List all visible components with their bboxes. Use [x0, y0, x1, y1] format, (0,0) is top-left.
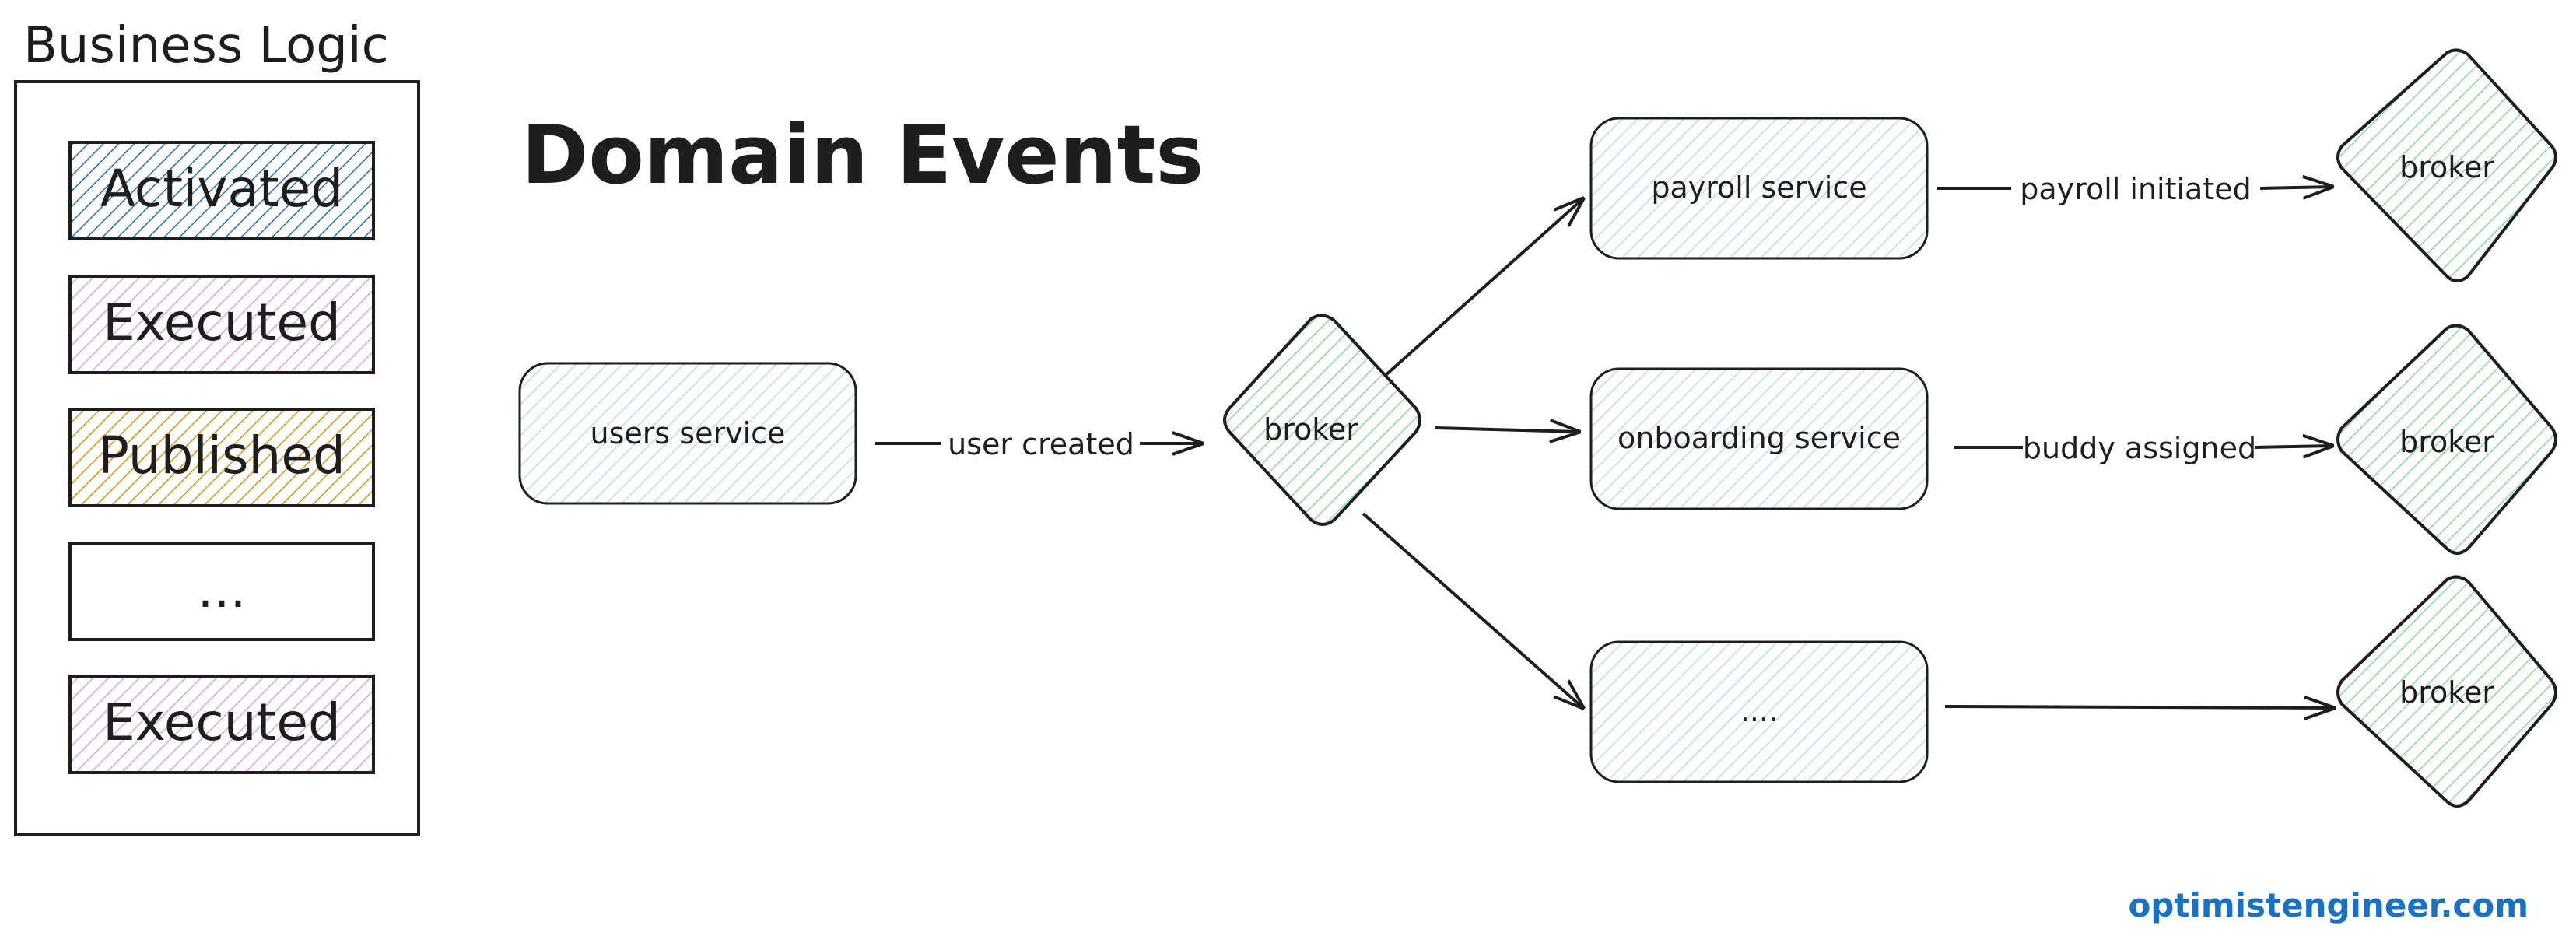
edge-label-payroll-initiated: payroll initiated — [2020, 172, 2251, 206]
event-ellipsis: ... — [68, 542, 375, 641]
credit-watermark: optimistengineer.com — [2128, 886, 2529, 924]
node-users-service: users service — [518, 362, 857, 505]
edge-buddy-assigned-right — [2254, 446, 2332, 447]
business-logic-panel: Business Logic Activated Executed Publis… — [14, 17, 420, 836]
event-label: Published — [98, 426, 345, 486]
edge-ellipsis-to-broker — [1944, 706, 2334, 708]
event-label: ... — [198, 559, 247, 619]
node-label: broker — [1263, 412, 1358, 447]
edge-broker-to-payroll — [1383, 198, 1583, 377]
node-broker-ellipsis: broker — [2336, 575, 2557, 808]
edge-payroll-initiated-right — [2259, 187, 2332, 188]
node-label: onboarding service — [1617, 421, 1901, 455]
node-label: broker — [2399, 675, 2494, 710]
node-payroll-service: payroll service — [1589, 117, 1929, 260]
event-executed: Executed — [68, 275, 375, 374]
edge-label-buddy-assigned: buddy assigned — [2023, 431, 2256, 465]
event-label: Executed — [103, 692, 341, 752]
page-title: Domain Events — [521, 107, 1204, 202]
event-executed-2: Executed — [68, 675, 375, 774]
edge-label-user-created: user created — [948, 427, 1134, 461]
event-label: Executed — [103, 293, 341, 352]
event-label: Activated — [100, 159, 343, 219]
node-label: broker — [2399, 425, 2494, 459]
edge-broker-to-onboarding — [1435, 428, 1579, 432]
node-label: users service — [591, 416, 786, 450]
business-logic-title: Business Logic — [23, 17, 389, 75]
node-label: payroll service — [1651, 170, 1866, 205]
node-ellipsis-service: .... — [1589, 640, 1929, 783]
node-broker-main: broker — [1223, 314, 1421, 526]
node-broker-payroll: broker — [2336, 48, 2557, 282]
event-published: Published — [68, 408, 375, 507]
node-label: .... — [1740, 694, 1778, 728]
edge-broker-to-ellipsis — [1362, 512, 1583, 708]
edges — [875, 187, 2334, 708]
node-label: broker — [2399, 150, 2494, 184]
event-activated: Activated — [68, 141, 375, 240]
node-broker-onboarding: broker — [2336, 324, 2557, 555]
node-onboarding-service: onboarding service — [1589, 367, 1929, 510]
